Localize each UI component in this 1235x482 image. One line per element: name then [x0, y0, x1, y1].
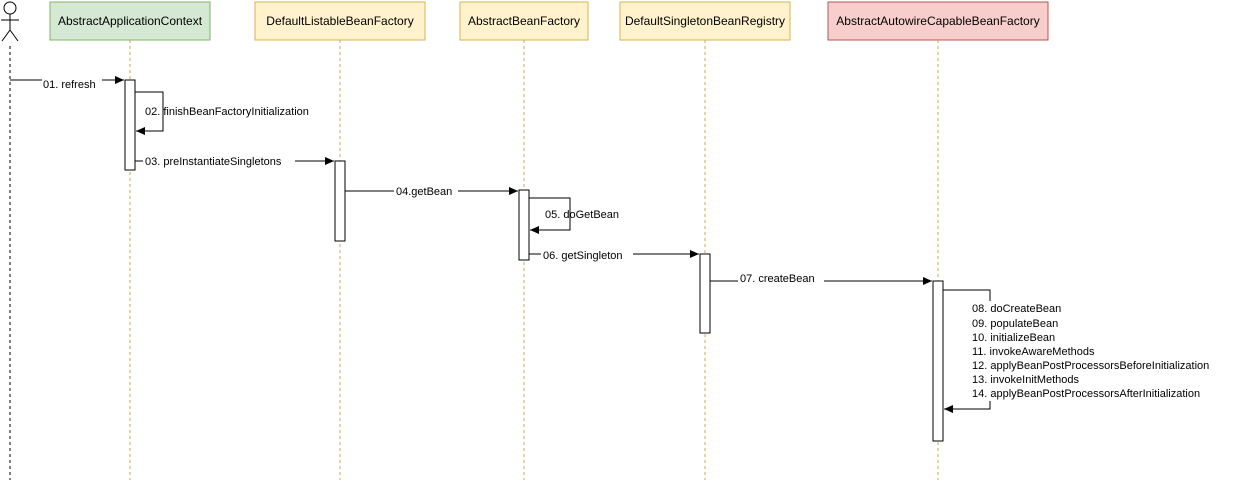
actor — [1, 1, 19, 42]
activation-bar — [932, 280, 944, 442]
step-label: 11. invokeAwareMethods — [972, 346, 1095, 358]
participant-label: DefaultListableBeanFactory — [266, 14, 413, 28]
message-06-get-singleton: 06. getSingleton — [529, 248, 699, 262]
step-label: 08. doCreateBean — [972, 303, 1061, 315]
step-label: 13. invokeInitMethods — [972, 374, 1080, 386]
step-label: 14. applyBeanPostProcessorsAfterInitiali… — [972, 388, 1200, 400]
activation-bar — [699, 253, 711, 334]
message-02-finish-bean-factory-initialization: 02. finishBeanFactoryInitialization — [135, 91, 309, 135]
participant-default-singleton-bean-registry: DefaultSingletonBeanRegistry — [619, 1, 791, 41]
participant-label: AbstractBeanFactory — [468, 14, 580, 28]
message-label: 02. finishBeanFactoryInitialization — [145, 106, 309, 118]
message-label: 01. refresh — [43, 79, 96, 91]
participant-label: AbstractAutowireCapableBeanFactory — [836, 14, 1039, 28]
message-label: 04.getBean — [396, 186, 452, 198]
participant-label: AbstractApplicationContext — [58, 14, 203, 28]
message-05-do-get-bean: 05. doGetBean — [529, 197, 619, 234]
message-label: 07. createBean — [740, 273, 815, 285]
participant-default-listable-bean-factory: DefaultListableBeanFactory — [254, 1, 426, 41]
message-label: 06. getSingleton — [543, 250, 623, 262]
message-label: 03. preInstantiateSingletons — [145, 156, 282, 168]
message-label: 05. doGetBean — [545, 209, 619, 221]
message-04-get-bean: 04.getBean — [345, 185, 518, 199]
activation-bar — [518, 189, 530, 261]
participant-abstract-autowire-capable-bean-factory: AbstractAutowireCapableBeanFactory — [827, 1, 1049, 41]
message-03-pre-instantiate-singletons: 03. preInstantiateSingletons — [135, 155, 334, 169]
message-01-refresh: 01. refresh — [10, 76, 124, 91]
step-label: 09. populateBean — [972, 318, 1058, 330]
step-label: 12. applyBeanPostProcessorsBeforeInitial… — [972, 360, 1209, 372]
activation-bar — [124, 79, 136, 171]
participant-label: DefaultSingletonBeanRegistry — [625, 14, 785, 28]
message-07-create-bean: 07. createBean — [710, 272, 932, 286]
participant-abstract-application-context: AbstractApplicationContext — [49, 1, 211, 41]
activation-bar — [334, 160, 346, 242]
message-08-14-self-call: 08. doCreateBean 09. populateBean 10. in… — [943, 289, 1233, 413]
step-label: 10. initializeBean — [972, 332, 1055, 344]
participant-abstract-bean-factory: AbstractBeanFactory — [459, 1, 589, 41]
